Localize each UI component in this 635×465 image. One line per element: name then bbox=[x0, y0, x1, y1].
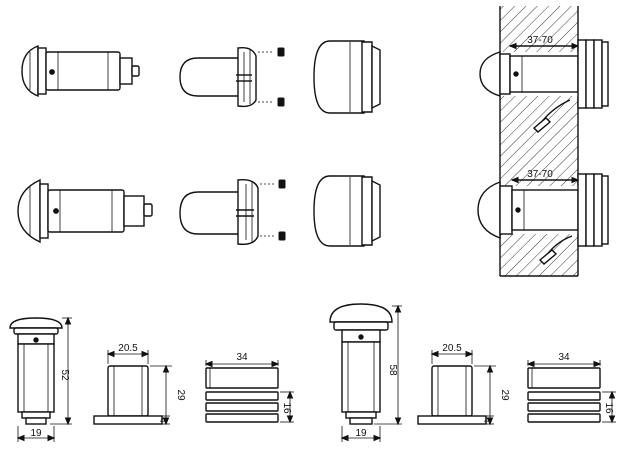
exploded-row-top bbox=[21, 40, 381, 114]
left-ring-width-dimension: 34 bbox=[236, 352, 248, 363]
right-flange-dimension: 4 bbox=[481, 417, 492, 423]
ring-stack-top bbox=[313, 40, 381, 114]
ring-stack-bottom bbox=[313, 175, 381, 247]
left-plug-height-dimension: 29 bbox=[175, 389, 186, 401]
right-ring-width-dimension: 34 bbox=[558, 352, 570, 363]
viewer-side-view-left bbox=[9, 317, 63, 425]
left-body-width-dimension: 19 bbox=[30, 428, 42, 439]
plug-slotted-small bbox=[179, 46, 285, 108]
installation-section: 37-70 37-70 bbox=[477, 6, 609, 277]
plug-side-view-left bbox=[93, 365, 163, 425]
viewer-body-small bbox=[21, 44, 140, 98]
ring-side-view-right bbox=[527, 367, 601, 423]
dimension-set-left: 52 19 20.5 29 4 bbox=[9, 316, 294, 442]
left-plug-width-dimension: 20.5 bbox=[118, 343, 138, 354]
install-top: 37-70 bbox=[479, 35, 609, 133]
install-bottom: 37-70 bbox=[477, 169, 609, 265]
plug-slotted-large bbox=[179, 178, 286, 246]
right-height-dimension: 58 bbox=[387, 364, 398, 376]
right-plug-height-dimension: 29 bbox=[499, 389, 510, 401]
install-top-range-label: 37-70 bbox=[527, 35, 553, 46]
viewer-body-large bbox=[17, 178, 153, 244]
left-ring-height-dimension: 16 bbox=[281, 402, 292, 414]
install-bottom-range-label: 37-70 bbox=[527, 169, 553, 180]
exploded-row-bottom bbox=[17, 175, 381, 247]
left-flange-dimension: 4 bbox=[157, 417, 168, 423]
viewer-side-view-right bbox=[329, 303, 393, 425]
right-ring-height-dimension: 16 bbox=[603, 402, 614, 414]
plug-side-view-right bbox=[417, 365, 487, 425]
left-height-dimension: 52 bbox=[59, 369, 70, 381]
right-plug-width-dimension: 20.5 bbox=[442, 343, 462, 354]
right-body-width-dimension: 19 bbox=[355, 428, 367, 439]
dimension-set-right: 58 19 20.5 29 4 bbox=[329, 303, 616, 442]
ring-side-view-left bbox=[205, 367, 279, 423]
